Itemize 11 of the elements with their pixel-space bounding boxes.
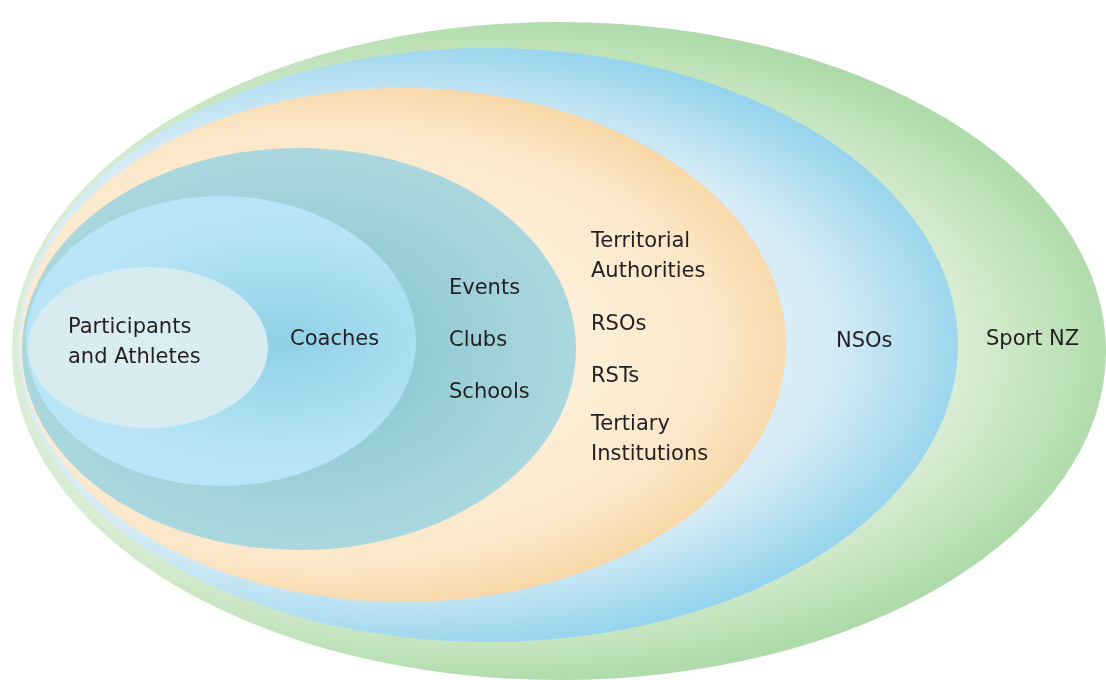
ellipse-label: Events bbox=[449, 274, 521, 301]
ellipse-label: Coaches bbox=[290, 325, 380, 352]
ellipse-label: Territorial Authorities bbox=[591, 227, 707, 284]
ellipse-label: Participants and Athletes bbox=[68, 313, 202, 370]
ellipse-label: NSOs bbox=[836, 327, 893, 354]
ellipse-label: Sport NZ bbox=[986, 325, 1080, 352]
ellipse-label: Clubs bbox=[449, 326, 508, 353]
ellipse-label: Tertiary Institutions bbox=[591, 410, 710, 467]
ellipse-label: Schools bbox=[449, 378, 530, 405]
ellipse-label: RSOs bbox=[591, 310, 647, 337]
ellipse-label: RSTs bbox=[591, 362, 640, 389]
